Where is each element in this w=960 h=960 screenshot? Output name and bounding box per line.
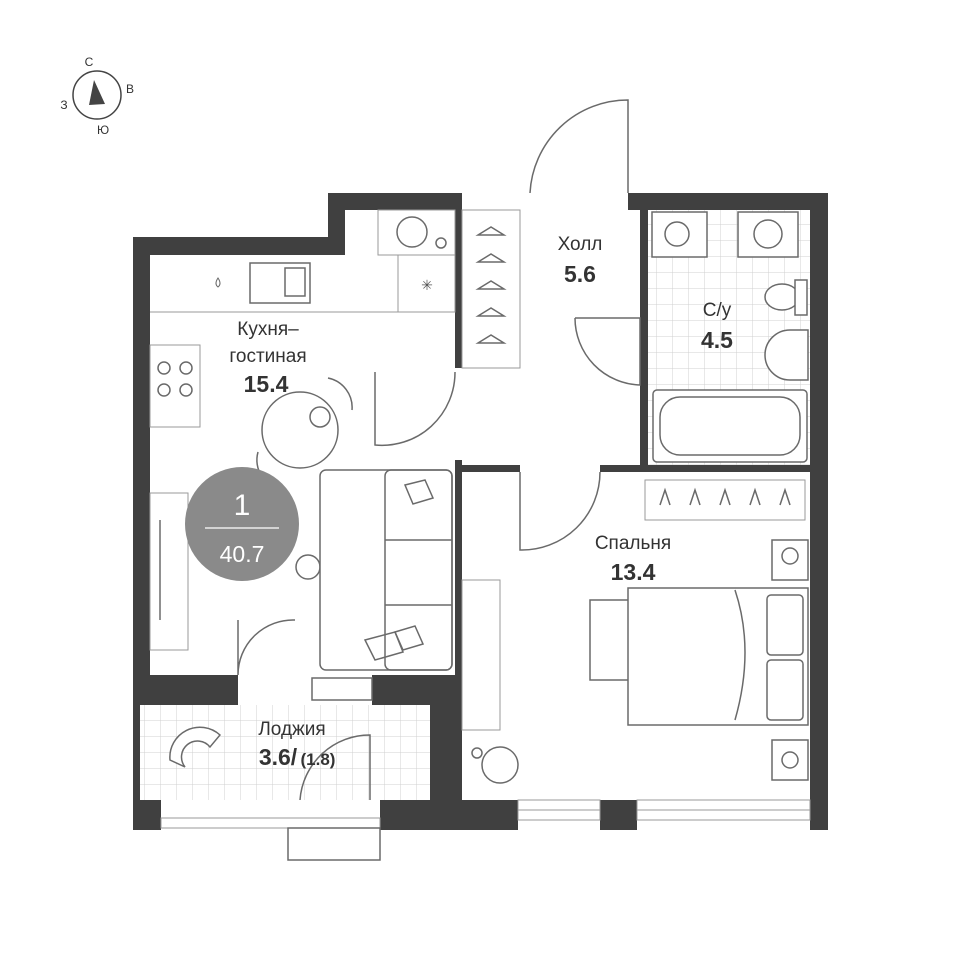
compass-west: З [60, 98, 67, 112]
windows [160, 799, 811, 861]
room-bath-name: С/у [703, 300, 732, 321]
walls [133, 193, 828, 830]
compass-north: С [85, 55, 94, 69]
svg-text:✳: ✳ [421, 277, 433, 293]
compass-ring [72, 70, 122, 120]
compass-south: Ю [97, 123, 109, 137]
bathroom-fixtures [651, 211, 809, 463]
badge-total-area: 40.7 [220, 541, 265, 567]
armchair [169, 726, 222, 768]
compass-arrow-icon [89, 80, 105, 105]
room-loggia-name: Лоджия [258, 719, 325, 740]
bedroom-furniture [461, 479, 809, 784]
badge-rooms: 1 [234, 489, 251, 522]
room-loggia-area: 3.6/ [259, 744, 298, 770]
kitchen-furniture: ✳ [149, 209, 456, 701]
room-hall-name: Холл [558, 234, 603, 255]
room-kitchen-name2: гостиная [229, 346, 306, 367]
hall-wardrobe [461, 209, 521, 369]
room-loggia-area-reduced: (1.8) [301, 750, 336, 769]
compass: С В Ю З [60, 55, 134, 137]
compass-east: В [126, 82, 134, 96]
loggia-tiles [140, 705, 430, 800]
room-hall-area: 5.6 [564, 261, 596, 287]
room-kitchen-name: Кухня– [237, 319, 299, 340]
room-bedroom-name: Спальня [595, 533, 671, 554]
room-kitchen-area: 15.4 [244, 371, 289, 397]
doors [237, 99, 641, 801]
room-bedroom-area: 13.4 [611, 559, 656, 585]
room-bath-area: 4.5 [701, 327, 733, 353]
apartment-badge: 1 40.7 [185, 467, 299, 581]
badge-circle [185, 467, 299, 581]
